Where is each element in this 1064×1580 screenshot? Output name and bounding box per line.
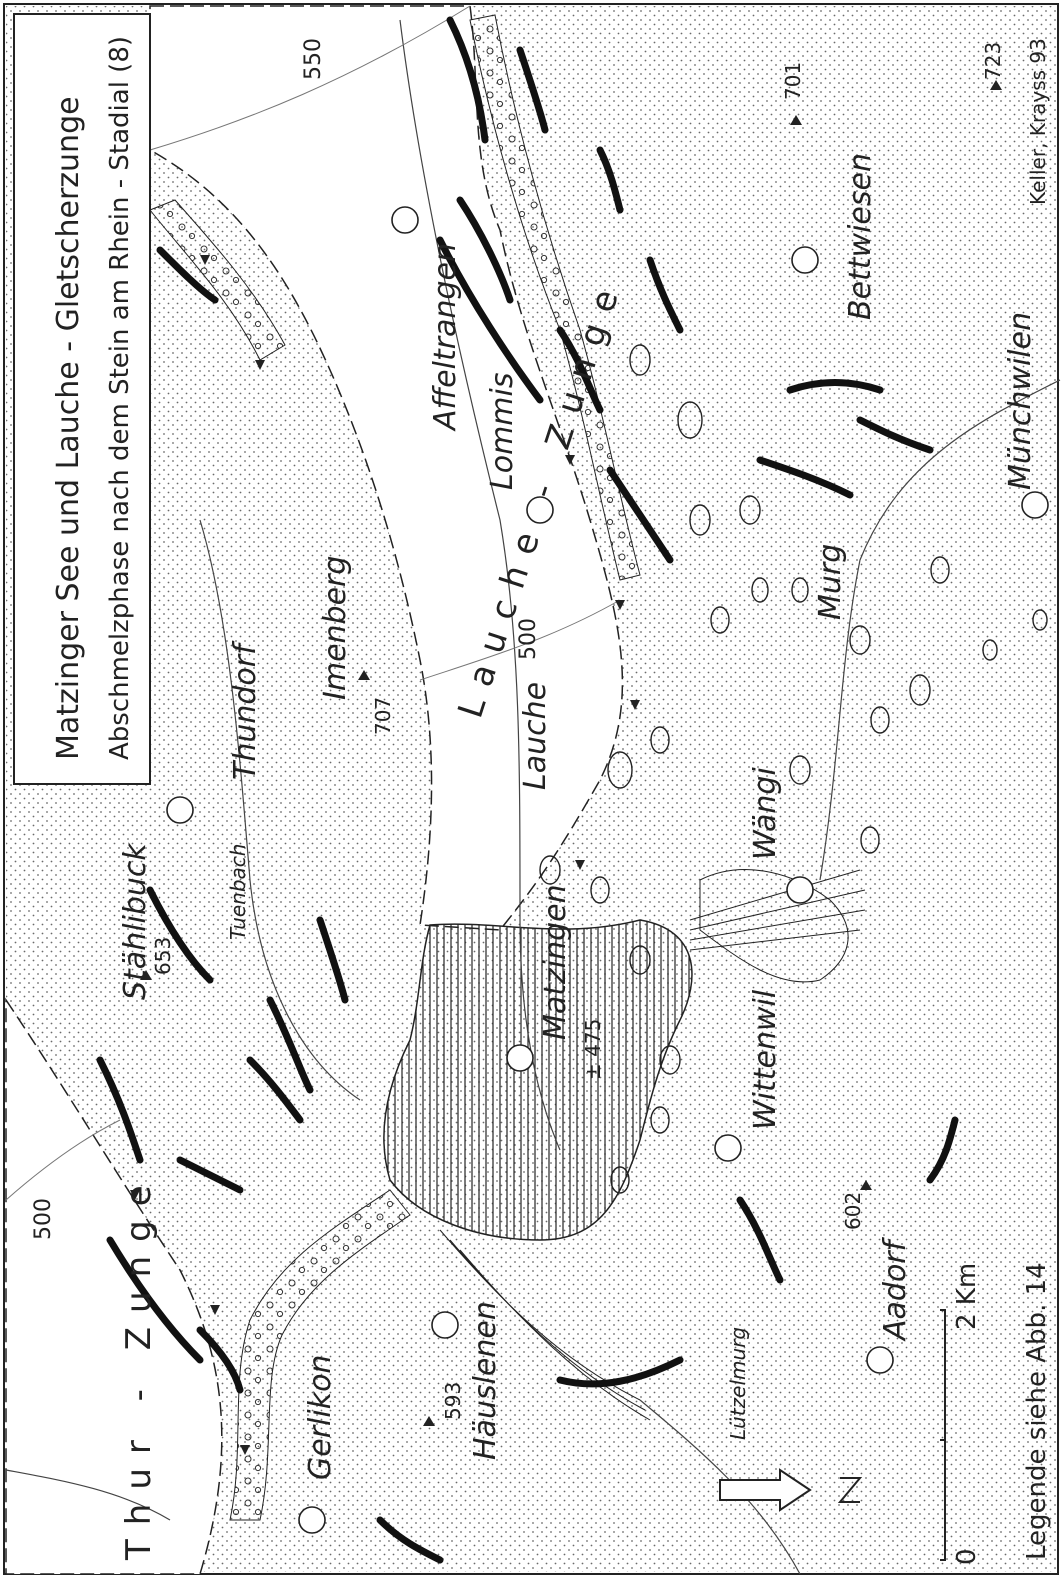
settlement-lommis	[526, 496, 554, 524]
label-luetzelmurg: Lützelmurg	[726, 1327, 750, 1440]
scale-end: 2 Km	[952, 1263, 982, 1330]
summit-701	[790, 115, 802, 125]
label-thundorf: Thundorf	[228, 640, 263, 780]
lauche-glacier-ice	[149, 5, 624, 931]
moraine-ridges	[96, 16, 959, 1564]
thur-river	[5, 1469, 171, 1521]
meltwater-channel-thur	[229, 1189, 411, 1521]
label-murg: Murg	[813, 544, 848, 620]
label-waengi: Wängi	[748, 767, 783, 860]
elev-lake: ± 475	[581, 1019, 605, 1080]
settlement-thundorf	[166, 796, 194, 824]
contour-550: 550	[301, 38, 326, 80]
label-aadorf: Aadorf	[878, 1236, 913, 1342]
settlement-affeltrangen	[391, 206, 419, 234]
label-imenberg: Imenberg	[318, 556, 353, 700]
contour-lines	[5, 5, 621, 1201]
settlement-gerlikon	[298, 1506, 326, 1534]
label-muenchwilen: Münchwilen	[1003, 312, 1038, 490]
elev-602: 602	[841, 1192, 865, 1230]
rivers	[5, 19, 1061, 1575]
matzinger-see-lake	[383, 919, 693, 1241]
settlement-haeuslenen	[431, 1311, 459, 1339]
elev-593: 593	[441, 1382, 465, 1420]
summit-723	[990, 80, 1002, 90]
north-arrow	[719, 1468, 863, 1512]
lauche-river	[399, 19, 561, 1151]
flow-arrows	[130, 255, 640, 1455]
outwash-fan-waengi	[699, 869, 849, 983]
label-wittenwil: Wittenwil	[748, 989, 783, 1130]
settlement-matzingen	[506, 1044, 534, 1072]
summit-707	[358, 670, 370, 680]
title-box	[13, 13, 151, 785]
contour-500-lauche: 500	[516, 618, 541, 660]
elevation-labels: 593 653 707 602 701 723 ± 475	[151, 42, 1005, 1420]
label-matzingen: Matzingen	[538, 884, 573, 1040]
thur-glacier-ice	[5, 997, 223, 1575]
elev-653: 653	[151, 937, 175, 975]
elev-701: 701	[781, 62, 805, 100]
summit-653	[140, 970, 152, 980]
summit-593	[423, 1416, 435, 1426]
summit-markers	[140, 80, 1002, 1426]
scale-bar	[940, 1309, 946, 1561]
settlement-aadorf	[866, 1346, 894, 1374]
meltwater-channel-north	[149, 199, 286, 361]
map-subtitle: Abschmelzphase nach dem Stein am Rhein -…	[105, 36, 135, 760]
map-title: Matzinger See und Lauche - Gletscherzung…	[51, 96, 86, 760]
legend-note: Legende siehe Abb. 14	[1022, 1262, 1052, 1560]
elev-707: 707	[371, 697, 395, 735]
murg-river	[819, 379, 1061, 881]
label-lauche: Lauche	[518, 682, 553, 790]
scale-zero: 0	[952, 1548, 982, 1565]
label-haeuslenen: Häuslenen	[468, 1301, 503, 1460]
label-affeltrangen: Affeltrangen	[428, 243, 463, 432]
settlement-muenchwilen	[1021, 491, 1049, 519]
drumlins	[539, 344, 1048, 1194]
settlement-waengi	[786, 876, 814, 904]
elev-723: 723	[981, 42, 1005, 80]
luetzelmurg-river	[639, 1399, 801, 1575]
tuenbach-river	[199, 519, 361, 1101]
settlement-markers	[166, 206, 1049, 1534]
summit-602	[860, 1180, 872, 1190]
contour-500-west: 500	[31, 1198, 56, 1240]
label-thur-zunge: Thur - Zunge	[119, 1171, 159, 1561]
meltwater-channel-east	[469, 14, 641, 581]
map-credit: Keller, Krayss 93	[1026, 38, 1050, 205]
label-bettwiesen: Bettwiesen	[843, 153, 878, 320]
label-tuenbach: Tuenbach	[226, 844, 250, 940]
label-staehlibuck: Stählibuck	[118, 842, 153, 1000]
place-labels: Gerlikon Häuslenen Aadorf Wittenwil Matz…	[118, 153, 1038, 1480]
settlement-bettwiesen	[791, 246, 819, 274]
label-lommis: Lommis	[485, 373, 520, 490]
label-gerlikon: Gerlikon	[303, 1355, 338, 1480]
settlement-wittenwil	[714, 1134, 742, 1162]
contour-labels: 500 500 550	[31, 38, 541, 1240]
